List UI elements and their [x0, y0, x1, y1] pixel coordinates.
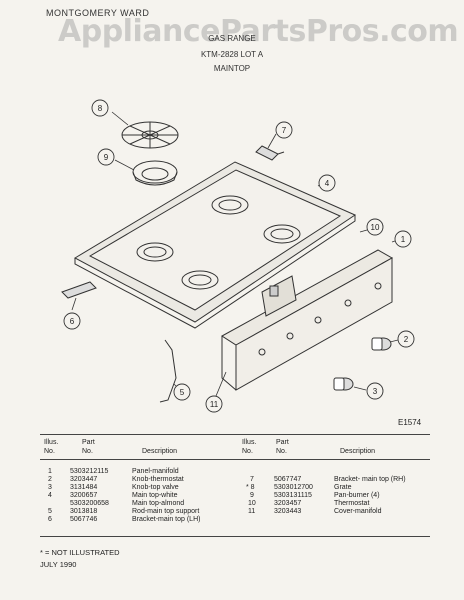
callout-label-11: 11	[210, 400, 219, 409]
figure-code: E1574	[398, 418, 422, 427]
exploded-diagram: 8 9 7 4 10 1 6 2 3 5 11	[61, 99, 415, 413]
header-illus-right: Illus.	[242, 439, 257, 446]
callout-label-2: 2	[404, 335, 409, 344]
bracket-rh-part	[255, 145, 285, 161]
callout-label-4: 4	[325, 179, 330, 188]
product-title: GAS RANGE	[208, 34, 256, 43]
brand-name: MONTGOMERY WARD	[46, 8, 150, 18]
callout-label-5: 5	[180, 388, 185, 397]
header-partno-left: No.	[82, 448, 93, 455]
table-bottom-rule	[40, 536, 430, 537]
callout-label-10: 10	[371, 223, 380, 232]
callout-5	[173, 383, 191, 401]
callout-1	[394, 230, 412, 248]
support-rod-part	[159, 339, 177, 403]
main-top-part	[73, 161, 357, 329]
callout-6	[63, 312, 81, 330]
header-desc-left: Description	[142, 448, 178, 455]
callout-label-3: 3	[373, 387, 378, 396]
callout-label-7: 7	[282, 126, 287, 135]
header-part-left: Part	[82, 439, 95, 446]
callout-10	[366, 218, 384, 236]
header-partno-right: No.	[276, 448, 287, 455]
table-top-rule	[40, 434, 430, 435]
header-desc-right: Description	[340, 448, 376, 455]
model-number: KTM-2828 LOT A	[200, 50, 264, 59]
knob-valve-part	[333, 377, 354, 391]
publication-date: JULY 1990	[40, 560, 77, 569]
callout-7	[275, 121, 293, 139]
header-no-right: No.	[242, 448, 253, 455]
callout-label-1: 1	[401, 235, 406, 244]
knob-thermostat-part	[371, 337, 392, 351]
manifold-panel-part	[221, 249, 394, 391]
watermark: AppliancePartsPros.com	[58, 14, 459, 49]
header-illus-left: Illus.	[44, 439, 59, 446]
callout-label-6: 6	[70, 317, 75, 326]
header-part-right: Part	[276, 439, 289, 446]
header-no-left: No.	[44, 448, 55, 455]
burner-pan-part	[132, 160, 178, 186]
callout-9	[97, 148, 115, 166]
callout-2	[397, 330, 415, 348]
table-header-rule	[40, 459, 430, 460]
callout-label-8: 8	[98, 104, 103, 113]
callout-label-9: 9	[104, 153, 109, 162]
callout-8	[91, 99, 109, 117]
grate-part	[121, 121, 179, 149]
footnote: * = NOT ILLUSTRATED	[40, 548, 120, 557]
section-title: MAINTOP	[213, 64, 251, 73]
bracket-lh-part	[61, 281, 97, 299]
callout-4	[318, 174, 336, 192]
callout-3	[366, 382, 384, 400]
callout-11	[205, 395, 223, 413]
